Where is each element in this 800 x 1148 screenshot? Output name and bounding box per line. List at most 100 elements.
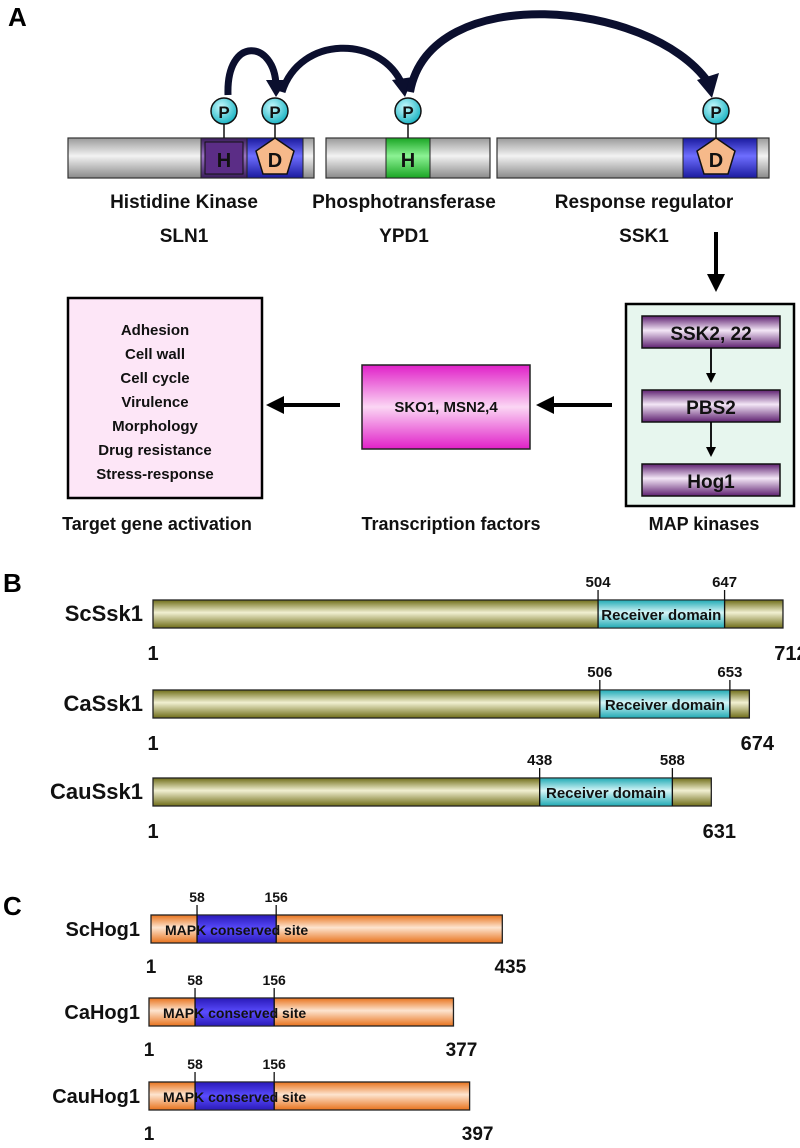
cahog1-name: CaHog1 <box>64 1002 140 1024</box>
kinase-hog1-label: Hog1 <box>687 472 735 493</box>
ssk1-protein: D <box>496 137 770 179</box>
target-box <box>66 296 264 500</box>
caussk1-domain-label: Receiver domain <box>546 785 666 802</box>
caussk1-domain-end: 588 <box>660 752 685 769</box>
target-gene-cell-cycle: Cell cycle <box>120 370 189 387</box>
cassk1-domain-end: 653 <box>717 664 742 681</box>
target-gene-adhesion: Adhesion <box>121 322 189 339</box>
cauhog1-domain-start: 58 <box>187 1056 203 1072</box>
target-title: Target gene activation <box>62 514 252 534</box>
kinase-ssk2-label: SSK2, 22 <box>670 324 751 345</box>
sln1-role: Histidine Kinase <box>110 192 258 213</box>
schog1-domain <box>196 914 277 944</box>
ypd1-h-label: H <box>401 150 415 172</box>
kinase-pbs2-label: PBS2 <box>686 398 736 419</box>
panel-c-letter: C <box>3 891 22 921</box>
cahog1-domain-start: 58 <box>187 972 203 988</box>
sln1-h-box <box>204 141 244 175</box>
caussk1-start: 1 <box>147 821 158 843</box>
sln1-name: SLN1 <box>160 226 209 247</box>
ssk1-d-label: D <box>709 150 723 172</box>
arrowhead-mapk-to-tf <box>536 396 554 414</box>
scssk1-start: 1 <box>147 643 158 665</box>
phospho-label-ssk1: P <box>710 103 721 122</box>
cassk1-name: CaSsk1 <box>63 691 143 716</box>
arrow-d-to-ypd1 <box>278 44 406 94</box>
cauhog1-name: CauHog1 <box>52 1086 140 1108</box>
schog1-name: ScHog1 <box>66 919 140 941</box>
scssk1-end: 712 <box>774 643 800 665</box>
tf-box <box>361 364 531 450</box>
phosphorelay-arrows <box>224 10 719 98</box>
phospho-circle-ssk1 <box>702 97 730 125</box>
cassk1-start: 1 <box>147 733 158 755</box>
mapk-cascade: SSK2, 22 PBS2 Hog1 MAP kinases <box>624 302 796 534</box>
target-gene-morphology: Morphology <box>112 418 198 435</box>
ypd1-histidine-domain <box>385 137 431 179</box>
tf-label: SKO1, MSN2,4 <box>394 399 498 416</box>
phospho-label-ypd1: P <box>402 103 413 122</box>
schog1-domain-end: 156 <box>264 889 288 905</box>
cahog1-end: 377 <box>446 1040 478 1061</box>
phospho-circle-ypd1 <box>394 97 422 125</box>
cahog1-domain-end: 156 <box>262 972 286 988</box>
schog1-domain-label: MAPK conserved site <box>165 922 308 938</box>
cauhog1-start: 1 <box>144 1124 155 1143</box>
ypd1-role: Phosphotransferase <box>312 192 496 213</box>
phospho-label-sln1-d: P <box>269 103 280 122</box>
target-gene-drug-resistance: Drug resistance <box>98 442 211 459</box>
cassk1-end: 674 <box>741 733 775 755</box>
cauhog1-end: 397 <box>462 1124 494 1143</box>
scssk1-domain <box>597 599 726 629</box>
scssk1-domain-end: 647 <box>712 574 737 591</box>
pathway-arrows <box>266 232 725 414</box>
protein-labels: Histidine Kinase SLN1 Phosphotransferase… <box>110 192 734 247</box>
phospho-groups: P P P P <box>210 97 730 138</box>
scssk1-domain-label: Receiver domain <box>601 607 721 624</box>
phospho-circle-sln1-d <box>261 97 289 125</box>
sln1-h-label: H <box>217 150 231 172</box>
phospho-circle-sln1-h <box>210 97 238 125</box>
arrow-ypd1-to-ssk1 <box>406 10 712 93</box>
panel-a-letter: A <box>8 2 27 32</box>
cahog1-start: 1 <box>144 1040 155 1061</box>
sln1-d-label: D <box>268 150 282 172</box>
arrowhead-ypd1-to-ssk1 <box>697 73 719 98</box>
scssk1-domain-start: 504 <box>586 574 612 591</box>
target-gene-stress-response: Stress-response <box>96 466 214 483</box>
sln1-d-pentagon <box>255 137 295 175</box>
caussk1-name: CauSsk1 <box>50 779 143 804</box>
arrowhead-d-to-ypd1 <box>392 77 413 97</box>
schog1-end: 435 <box>494 957 526 978</box>
ypd1-protein: H <box>325 137 491 179</box>
mapk-title: MAP kinases <box>649 514 760 534</box>
target-gene-cell-wall: Cell wall <box>125 346 185 363</box>
ssk1-d-pentagon <box>696 137 736 175</box>
cahog1-domain-label: MAPK conserved site <box>163 1005 306 1021</box>
schog1-domain-start: 58 <box>189 889 205 905</box>
kinase-hog1 <box>641 463 781 497</box>
tf-title: Transcription factors <box>361 514 540 534</box>
ypd1-name: YPD1 <box>379 226 429 247</box>
arrowhead-tf-to-target <box>266 396 284 414</box>
caussk1-end: 631 <box>703 821 736 843</box>
cauhog1-domain-end: 156 <box>262 1056 286 1072</box>
panel-b-letter: B <box>3 568 22 598</box>
transcription-factors: SKO1, MSN2,4 Transcription factors <box>361 364 541 534</box>
kinase-ssk2 <box>641 315 781 349</box>
cassk1-domain-start: 506 <box>587 664 612 681</box>
sln1-protein: H D <box>67 137 315 179</box>
scssk1-name: ScSsk1 <box>65 601 143 626</box>
target-gene-virulence: Virulence <box>121 394 188 411</box>
ssk1-role: Response regulator <box>555 192 734 213</box>
ssk1-name: SSK1 <box>619 226 669 247</box>
arrowhead-ssk1-to-mapk <box>707 274 725 292</box>
cassk1-domain-label: Receiver domain <box>605 697 725 714</box>
caussk1-domain-start: 438 <box>527 752 552 769</box>
schog1-start: 1 <box>146 957 157 978</box>
arrow-h-to-d <box>224 47 280 96</box>
cauhog1-domain-label: MAPK conserved site <box>163 1089 306 1105</box>
